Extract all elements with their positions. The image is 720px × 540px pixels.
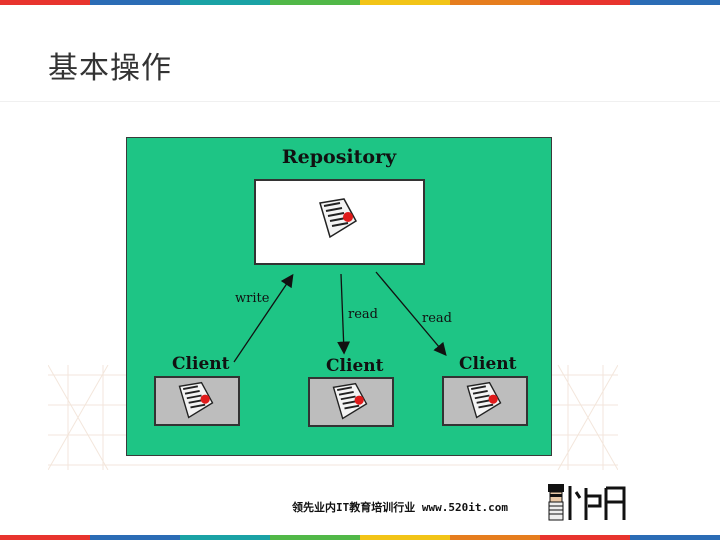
footer-slogan: 领先业内IT教育培训行业 www.520it.com bbox=[292, 501, 508, 514]
stripe-segment bbox=[90, 0, 180, 5]
stripe-segment bbox=[270, 535, 360, 540]
repository-label: Repository bbox=[281, 146, 397, 168]
stripe-segment bbox=[450, 0, 540, 5]
stripe-segment bbox=[540, 0, 630, 5]
document-icon bbox=[332, 382, 368, 420]
write-label: write bbox=[235, 291, 270, 306]
client-box-right bbox=[442, 376, 528, 426]
repository-box bbox=[254, 179, 425, 265]
stripe-segment bbox=[630, 535, 720, 540]
stripe-segment bbox=[0, 0, 90, 5]
brand-logo-icon bbox=[548, 484, 626, 521]
read-arrow-right bbox=[375, 271, 447, 356]
repository-diagram: Repository write read read Client Client bbox=[126, 137, 552, 456]
stripe-segment bbox=[630, 0, 720, 5]
stripe-segment bbox=[360, 535, 450, 540]
document-icon bbox=[178, 381, 214, 419]
stripe-segment bbox=[0, 535, 90, 540]
stripe-segment bbox=[360, 0, 450, 5]
stripe-segment bbox=[450, 535, 540, 540]
client-label-left: Client bbox=[172, 354, 230, 374]
client-box-left bbox=[154, 376, 240, 426]
page-title: 基本操作 bbox=[48, 51, 172, 86]
document-icon bbox=[319, 198, 357, 239]
stripe-segment bbox=[180, 535, 270, 540]
stripe-segment bbox=[270, 0, 360, 5]
client-box-middle bbox=[308, 377, 394, 427]
stripe-segment bbox=[180, 0, 270, 5]
stripe-segment bbox=[540, 535, 630, 540]
read-label-right: read bbox=[422, 311, 452, 326]
diagram-arrows bbox=[233, 271, 447, 363]
client-label-middle: Client bbox=[326, 356, 384, 376]
client-label-right: Client bbox=[459, 354, 517, 374]
stripe-segment bbox=[90, 535, 180, 540]
bottom-color-stripe bbox=[0, 535, 720, 540]
read-label-middle: read bbox=[348, 307, 378, 322]
title-band: 基本操作 bbox=[0, 5, 720, 102]
document-icon bbox=[466, 381, 502, 419]
write-arrow bbox=[233, 273, 294, 363]
read-arrow-middle bbox=[337, 273, 351, 355]
top-color-stripe bbox=[0, 0, 720, 5]
